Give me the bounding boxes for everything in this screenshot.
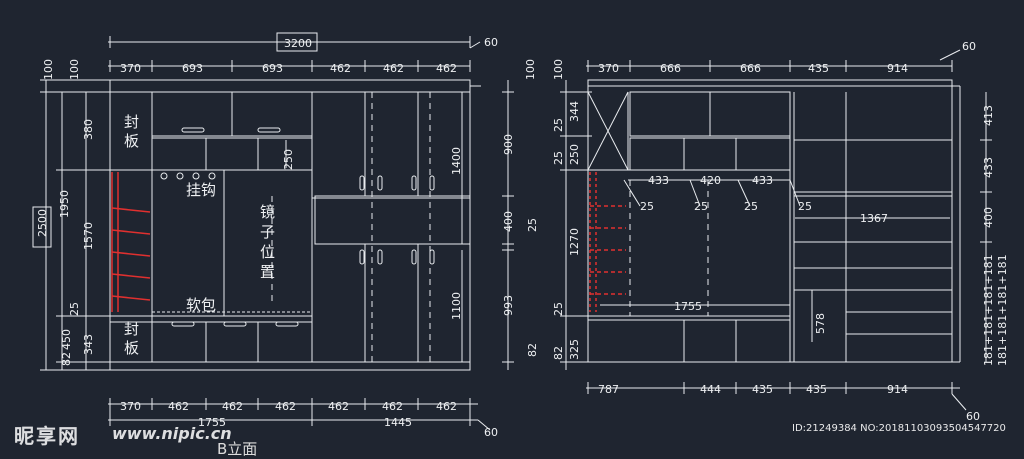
overall-height-box — [32, 206, 52, 248]
top-dim-1: 370 — [120, 62, 141, 75]
inner-1100: 1100 — [450, 292, 463, 320]
inner-433-2: 433 — [752, 174, 773, 187]
left-small-5: 450 — [60, 329, 73, 350]
r-top-2: 666 — [660, 62, 681, 75]
hook-label: 挂钩 — [186, 181, 216, 199]
top-dim-6: 462 — [436, 62, 457, 75]
left-small-1: 100 — [42, 59, 55, 80]
shelf-width: 1367 — [860, 212, 888, 225]
right-outer-1: 100 — [524, 59, 537, 80]
overall-width-box — [276, 32, 318, 52]
right-outer-2: 900 — [502, 134, 515, 155]
inner-25-2: 25 — [694, 200, 708, 213]
shoe-rack-hatch — [111, 172, 626, 312]
r-left-3: 344 — [568, 101, 581, 122]
r-offset: 60 — [962, 40, 976, 53]
left-small-2: 100 — [68, 59, 81, 80]
bottom-dim-4: 462 — [275, 400, 296, 413]
bottom-dim-6: 462 — [382, 400, 403, 413]
right-outer-4: 25 — [526, 218, 539, 232]
r-left-1270: 1270 — [568, 228, 581, 256]
bottom-dim-3: 462 — [222, 400, 243, 413]
watermark-logo: 昵享网 — [14, 424, 80, 448]
r-bottom-4: 435 — [806, 383, 827, 396]
r-right-3: 400 — [982, 207, 995, 228]
bottom-dim-5: 462 — [328, 400, 349, 413]
bottom-dim-1: 370 — [120, 400, 141, 413]
r-bottom-5: 914 — [887, 383, 908, 396]
left-small-4: 25 — [68, 302, 81, 316]
watermark-id: ID:21249384 NO:20181103093504547720 — [792, 423, 1006, 434]
right-outer-3: 400 — [502, 211, 515, 232]
r-left-2: 25 — [552, 118, 565, 132]
top-dim-5: 462 — [383, 62, 404, 75]
overall-height: 2500 — [36, 209, 49, 237]
fengban-top-2: 板 — [124, 132, 139, 150]
r-left-8: 325 — [568, 339, 581, 360]
left-small-3: 380 — [82, 119, 95, 140]
overall-width: 3200 — [284, 37, 312, 50]
r-right-5: 181+181+181+181 — [996, 254, 1009, 366]
fengban-bottom-1: 封 — [124, 320, 139, 338]
bench-width: 1755 — [674, 300, 702, 313]
left-vertical-labels: 2500 1950 1570 100 100 380 25 450 82 343… — [36, 59, 539, 366]
r-left-1: 100 — [552, 59, 565, 80]
right-vertical-labels: 100 25 344 25 250 25 82 325 1270 578 413… — [552, 59, 1009, 366]
watermark-site: www.nipic.cn — [112, 424, 232, 443]
height-1950: 1950 — [58, 190, 71, 218]
r-offset-bottom: 60 — [966, 410, 980, 423]
fengban-bottom-2: 板 — [124, 339, 139, 357]
inner-25-1: 25 — [640, 200, 654, 213]
r-left-6: 25 — [552, 302, 565, 316]
r-bottom-1: 787 — [598, 383, 619, 396]
height-1570: 1570 — [82, 222, 95, 250]
right-dimension-labels: 370 666 666 435 914 60 433 420 433 25 25… — [598, 40, 980, 423]
mirror-3: 位 — [260, 243, 275, 261]
r-right-4: 181+181+181+181 — [982, 254, 995, 366]
inner-1400: 1400 — [450, 147, 463, 175]
r-top-5: 914 — [887, 62, 908, 75]
r-top-1: 370 — [598, 62, 619, 75]
r-left-7: 82 — [552, 346, 565, 360]
left-small-6: 82 — [60, 352, 73, 366]
r-top-4: 435 — [808, 62, 829, 75]
inner-433-1: 433 — [648, 174, 669, 187]
bottom-dim-2: 462 — [168, 400, 189, 413]
r-bottom-2: 444 — [700, 383, 721, 396]
offset-bottom: 60 — [484, 426, 498, 439]
inner-420: 420 — [700, 174, 721, 187]
top-dim-4: 462 — [330, 62, 351, 75]
r-right-2: 433 — [982, 157, 995, 178]
offset-top: 60 — [484, 36, 498, 49]
mirror-2: 子 — [260, 223, 275, 241]
cushion-label: 软包 — [186, 296, 216, 314]
r-right-1: 413 — [982, 105, 995, 126]
left-dimension-labels: 3200 60 370 693 693 462 462 462 370 462 … — [120, 36, 498, 439]
r-left-5: 250 — [568, 144, 581, 165]
post-height: 578 — [814, 313, 827, 334]
top-dim-2: 693 — [182, 62, 203, 75]
r-bottom-3: 435 — [752, 383, 773, 396]
top-dim-3: 693 — [262, 62, 283, 75]
mirror-4: 置 — [260, 263, 275, 281]
bottom-dim-7: 462 — [436, 400, 457, 413]
r-top-3: 666 — [740, 62, 761, 75]
fengban-top-1: 封 — [124, 113, 139, 131]
inner-25-4: 25 — [798, 200, 812, 213]
left-small-7: 343 — [82, 334, 95, 355]
right-outer-6: 82 — [526, 343, 539, 357]
mirror-1: 镜 — [260, 203, 275, 221]
r-left-4: 25 — [552, 151, 565, 165]
inner-dim-250: 250 — [282, 149, 295, 170]
right-outer-5: 993 — [502, 295, 515, 316]
bottom-total-1: 1755 — [198, 416, 226, 429]
inner-25-3: 25 — [744, 200, 758, 213]
bottom-total-2: 1445 — [384, 416, 412, 429]
left-chinese-labels: 封 板 挂钩 镜 子 位 置 软包 封 板 — [124, 113, 275, 357]
